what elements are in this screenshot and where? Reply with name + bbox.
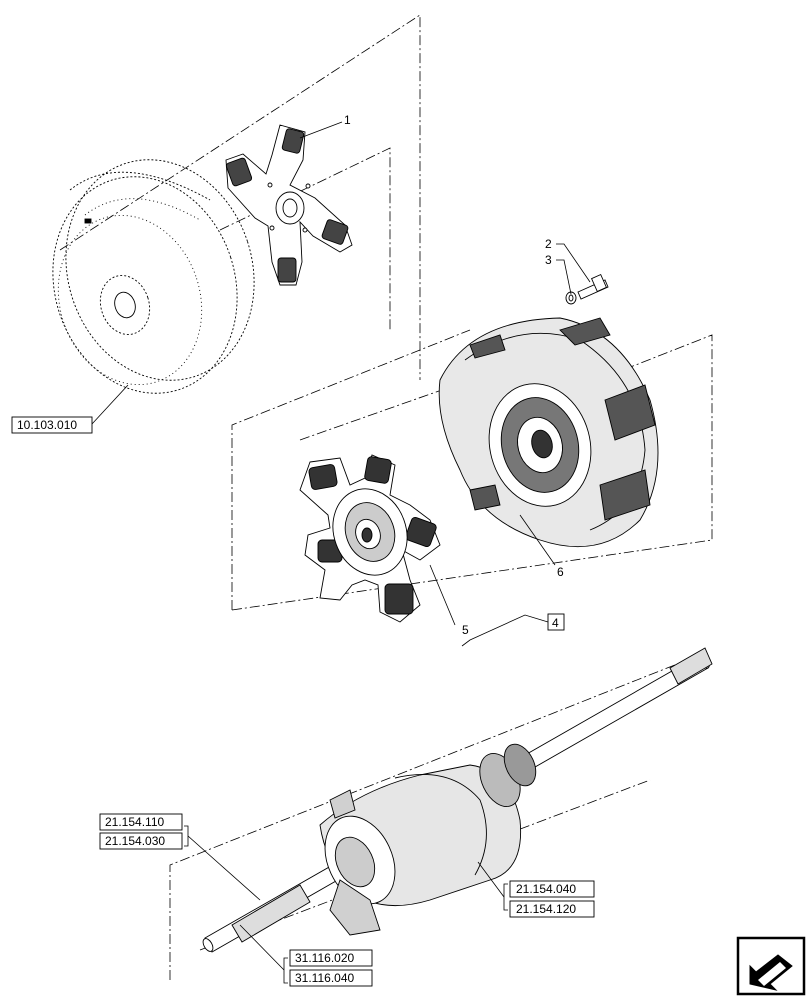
bolt-and-washer xyxy=(565,273,609,305)
leader-lines xyxy=(91,121,591,984)
callout-4: 4 xyxy=(552,616,559,630)
ref-flywheel[interactable]: 10.103.010 xyxy=(17,418,77,432)
callout-5: 5 xyxy=(462,623,469,637)
ref-spline-c1[interactable]: 31.116.020 xyxy=(295,951,354,965)
callout-6: 6 xyxy=(557,565,564,579)
ref-shaft-a1[interactable]: 21.154.110 xyxy=(105,815,164,829)
callout-1: 1 xyxy=(344,113,351,127)
ref-flywheel-box[interactable]: 10.103.010 xyxy=(11,416,93,434)
ref-shaft-a2[interactable]: 21.154.030 xyxy=(105,834,165,848)
ref-spline-c2[interactable]: 31.116.040 xyxy=(295,971,354,985)
clutch-disc-lower xyxy=(299,454,441,623)
ref-housing-b1[interactable]: 21.154.040 xyxy=(516,882,576,896)
callout-2: 2 xyxy=(545,237,552,251)
flywheel xyxy=(52,159,255,394)
ref-housing-b2[interactable]: 21.154.120 xyxy=(516,902,576,916)
ref-spline-box[interactable]: 31.116.020 31.116.040 xyxy=(289,949,373,987)
callout-3: 3 xyxy=(545,253,552,267)
ref-housing-box[interactable]: 21.154.040 21.154.120 xyxy=(509,880,595,918)
arrow-left-icon[interactable] xyxy=(736,936,806,996)
callout-4-box: 4 xyxy=(547,613,565,631)
transmission-housing xyxy=(319,743,537,936)
pressure-plate xyxy=(438,317,659,548)
clutch-disc-upper xyxy=(225,124,353,286)
ref-shaft-box[interactable]: 21.154.110 21.154.030 xyxy=(99,813,183,850)
